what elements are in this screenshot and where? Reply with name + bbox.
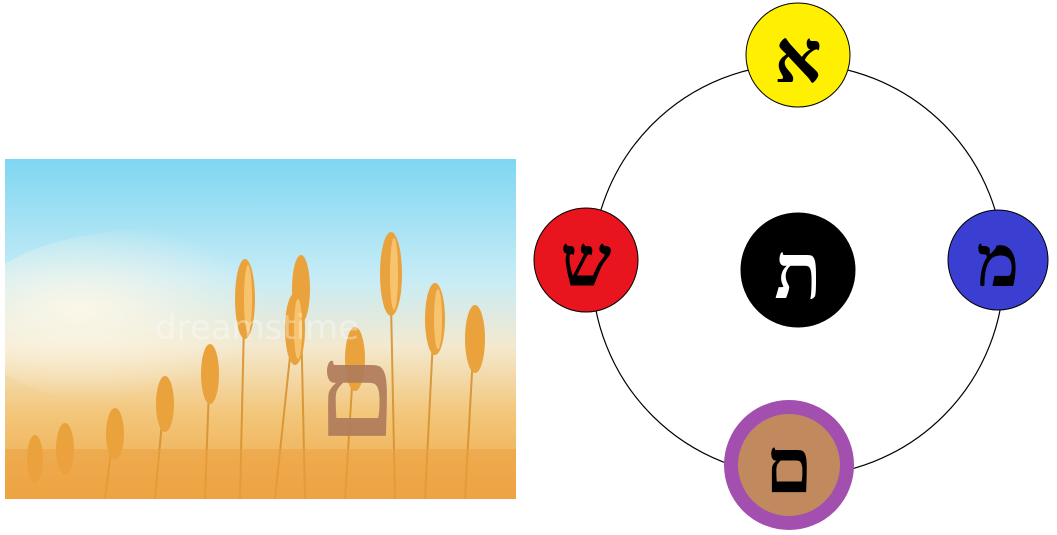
letter-circle-diagram: ת א מ ש ם [520, 0, 1057, 531]
right-node [947, 209, 1049, 311]
wheat-field-photo: dreamstime ם [0, 159, 516, 500]
left-node-letter: ש [561, 218, 612, 303]
top-node [745, 2, 851, 108]
bottom-node [724, 400, 854, 530]
wheat-field-image: dreamstime [0, 159, 516, 500]
left-node [533, 207, 639, 313]
bottom-node-letter: ם [765, 421, 812, 510]
watermark-text: dreamstime [155, 308, 359, 348]
right-node-letter: מ [977, 218, 1020, 303]
overlay-letter: ם [317, 317, 397, 467]
diagram-canvas: ת א מ ש ם [533, 2, 1049, 530]
center-node [740, 212, 856, 328]
top-node-letter: א [774, 14, 822, 100]
center-letter: ת [774, 226, 822, 317]
